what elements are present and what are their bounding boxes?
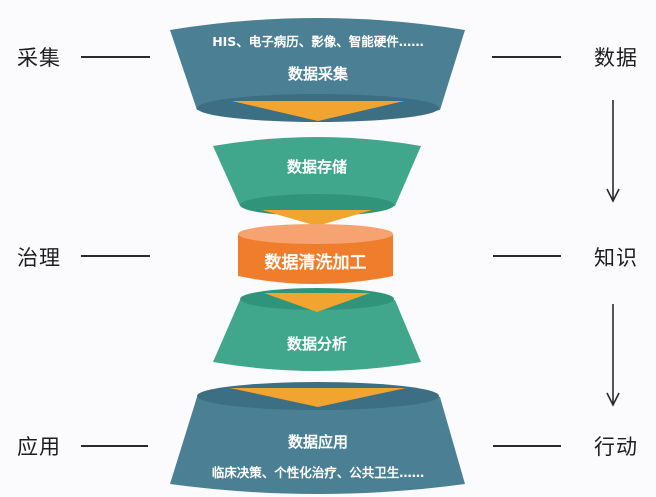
application-funnel [170, 382, 465, 494]
collection-title: 数据采集 [287, 65, 348, 83]
cleaning-cylinder [238, 224, 393, 284]
label-apply: 应用 [17, 435, 61, 459]
label-action: 行动 [594, 435, 638, 459]
storage-title: 数据存储 [286, 158, 347, 176]
collection-sources-text: HIS、电子病历、影像、智能硬件…… [212, 34, 424, 49]
cleaning-title: 数据清洗加工 [264, 253, 367, 273]
label-govern: 治理 [17, 246, 61, 270]
down-arrow-icon [262, 210, 372, 226]
analysis-funnel [213, 288, 421, 371]
storage-funnel [213, 137, 421, 226]
down-arrow-icon [230, 388, 406, 407]
connector-line [492, 56, 561, 58]
flow-arrow-data-to-knowledge [606, 100, 620, 203]
down-arrow-icon [232, 101, 404, 121]
analysis-title: 数据分析 [286, 335, 347, 353]
collection-funnel [170, 18, 465, 122]
connector-line [493, 445, 561, 447]
connector-line [81, 445, 148, 447]
application-uses-text: 临床决策、个性化治疗、公共卫生…… [211, 465, 425, 480]
connector-line [493, 255, 561, 257]
application-title: 数据应用 [287, 433, 348, 451]
label-knowledge: 知识 [594, 246, 638, 270]
label-collect: 采集 [17, 46, 61, 70]
connector-line [81, 255, 150, 257]
label-data: 数据 [594, 46, 638, 70]
connector-line [81, 56, 150, 58]
flow-arrow-knowledge-to-action [606, 304, 620, 407]
down-arrow-icon [264, 293, 370, 312]
